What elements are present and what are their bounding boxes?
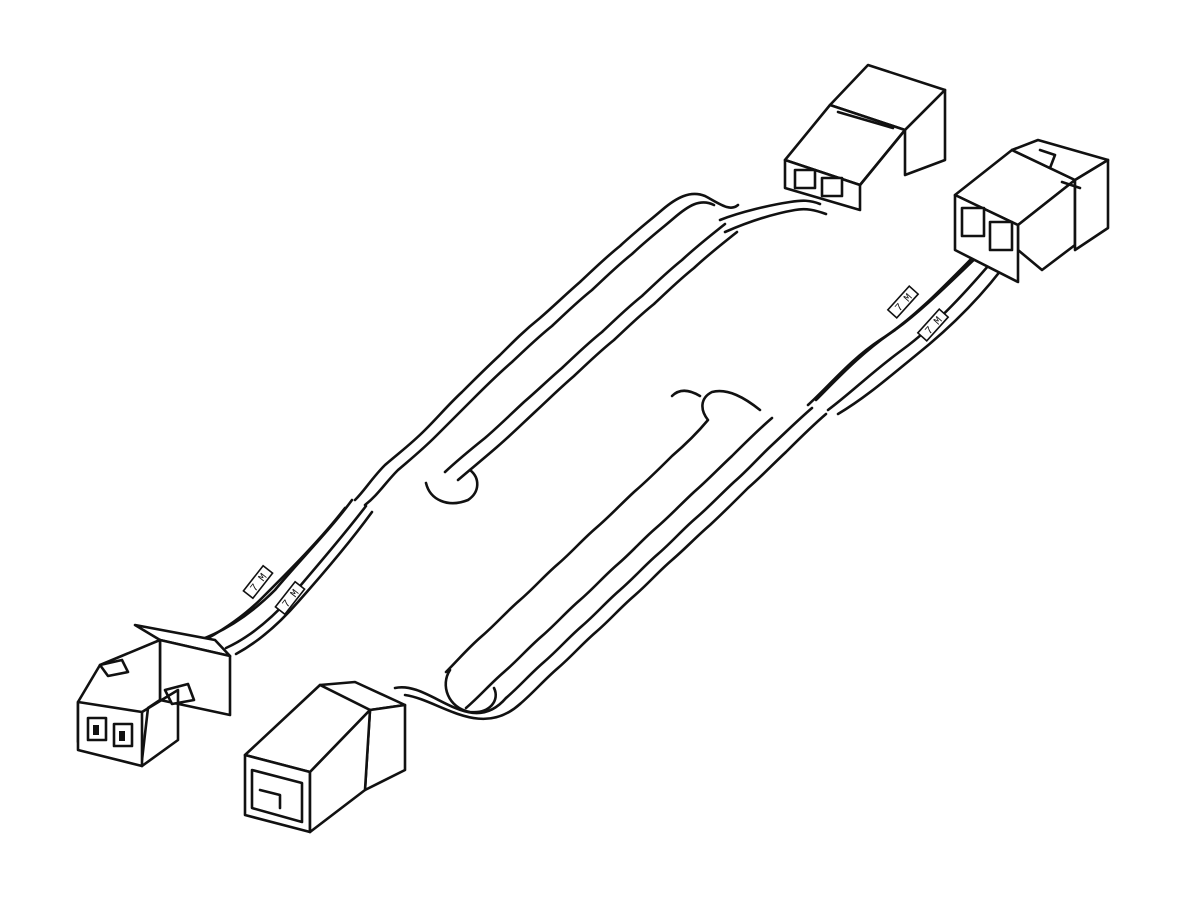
female-connector-1 <box>783 63 947 212</box>
separate-wires-1: 7 M 7 M <box>193 498 374 656</box>
twisted-cable-2 <box>393 389 828 721</box>
male-connector-1 <box>76 623 232 768</box>
female-connector-2 <box>243 680 407 834</box>
wire-marker-4: 7 M <box>916 307 950 343</box>
cable-assembly-2: 7 M 7 M <box>243 138 1110 834</box>
cable-assembly-1: 7 M 7 M <box>76 63 947 768</box>
separate-wires-2: 7 M 7 M <box>806 238 1012 416</box>
male-connector-2 <box>953 138 1110 284</box>
twisted-cable-1 <box>353 192 828 507</box>
